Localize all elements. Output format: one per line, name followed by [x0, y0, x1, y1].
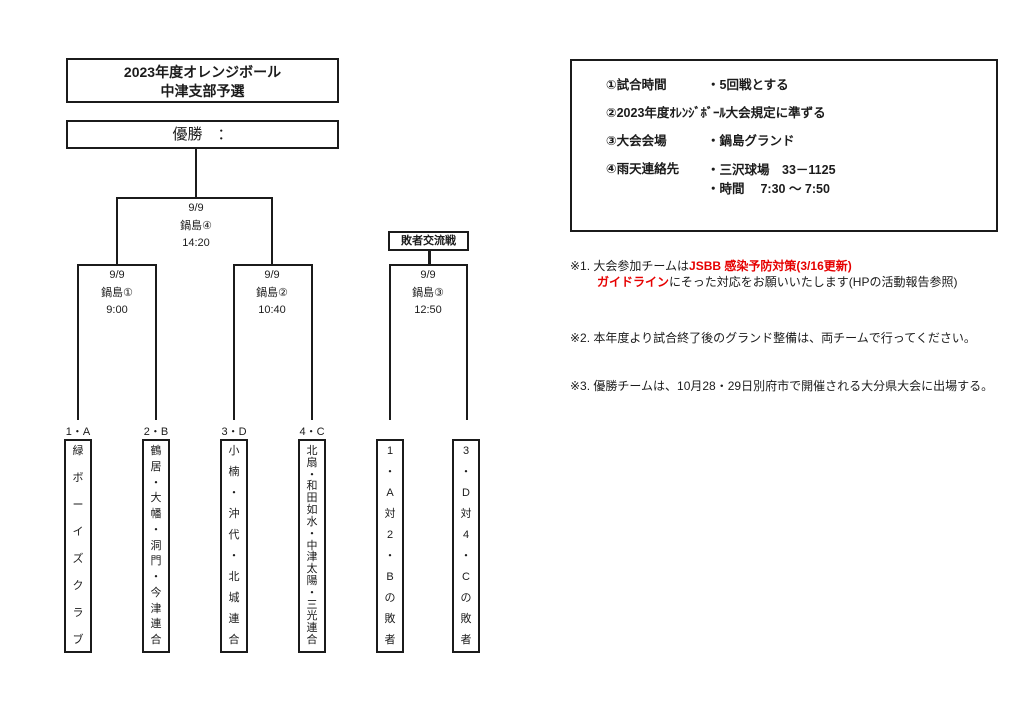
semi2-date: 9/9	[264, 269, 280, 281]
final-stem-line	[195, 149, 197, 199]
consolation-time: 12:50	[414, 304, 442, 316]
info-value-venue: ・鍋島グランド	[707, 134, 795, 148]
semi1-bar-line	[77, 264, 157, 266]
note-1-black-text-2: にそった対応をお願いいたします(HPの活動報告参照)	[669, 275, 958, 289]
consolation-match-label: 9/9 鍋島③ 12:50	[368, 267, 488, 320]
semi2-time: 10:40	[258, 304, 286, 316]
title-line1: 2023年度オレンジボール	[123, 64, 282, 80]
semi2-match-label: 9/9 鍋島② 10:40	[212, 267, 332, 320]
info-row-rain-contact: ④雨天連絡先 ・三沢球場 33－1125 ・時間 7:30 ～ 7:50	[606, 162, 986, 200]
note-1-line-1: ※1. 大会参加チームはJSBB 感染予防対策(3/16更新)	[570, 258, 1022, 274]
semi2-left-leg-line	[233, 264, 235, 420]
final-match-label: 9/9 鍋島④ 14:20	[136, 200, 256, 253]
final-left-leg-line	[116, 197, 118, 265]
consolation-date: 9/9	[420, 269, 436, 281]
champion-label: 優勝 ：	[172, 126, 233, 143]
title-box: 2023年度オレンジボール 中津支部予選	[66, 58, 339, 103]
title-line2: 中津支部予選	[160, 83, 245, 99]
consolation-right-leg-line	[466, 264, 468, 420]
note-1-red-text: JSBB 感染予防対策(3/16更新)	[689, 259, 852, 273]
seed-label-1: 1・A	[65, 426, 91, 438]
info-value-game-time: ・5回戦とする	[707, 78, 789, 92]
semi2-venue: 鍋島②	[256, 286, 288, 299]
info-label-regulations: ②2023年度ｵﾚﾝｼﾞﾎﾞｰﾙ大会規定に準ずる	[606, 106, 826, 120]
rain-contact-phone: ・三沢球場 33－1125	[707, 163, 836, 177]
info-value-rain-contact: ・三沢球場 33－1125 ・時間 7:30 ～ 7:50	[707, 162, 986, 200]
semi1-date: 9/9	[109, 269, 125, 281]
team-box-hokusen-rengo: 北扇・和田如水・中津太陽・三光連合	[298, 439, 326, 653]
rain-contact-time: ・時間 7:30 ～ 7:50	[707, 182, 830, 196]
seed-label-4: 4・C	[299, 426, 325, 438]
semi1-right-leg-line	[155, 264, 157, 420]
semi1-left-leg-line	[77, 264, 79, 420]
consolation-title-box: 敗者交流戦	[388, 231, 469, 251]
team-box-tsurui-rengo: 鶴居・大幡・洞門・今津連合	[142, 439, 170, 653]
note-3: ※3. 優勝チームは、10月28・29日別府市で開催される大分県大会に出場する。	[570, 379, 994, 393]
consolation-stem-line	[428, 251, 431, 265]
info-row-venue: ③大会会場 ・鍋島グランド	[606, 134, 986, 149]
info-label-game-time: ①試合時間	[606, 78, 667, 92]
note-2: ※2. 本年度より試合終了後のグランド整備は、両チームで行ってください。	[570, 331, 976, 345]
semi1-venue: 鍋島①	[101, 286, 133, 299]
champion-box: 優勝 ：	[66, 120, 339, 149]
note-1-black-text: ※1. 大会参加チームは	[570, 259, 690, 273]
semi1-match-label: 9/9 鍋島① 9:00	[57, 267, 177, 320]
rules-info-box: ①試合時間 ・5回戦とする ②2023年度ｵﾚﾝｼﾞﾎﾞｰﾙ大会規定に準ずる ③…	[570, 59, 998, 232]
info-row-regulations: ②2023年度ｵﾚﾝｼﾞﾎﾞｰﾙ大会規定に準ずる	[606, 106, 986, 121]
info-label-rain-contact: ④雨天連絡先	[606, 162, 680, 176]
team-box-midori: 緑ボーイズクラブ	[64, 439, 92, 653]
seed-label-2: 2・B	[143, 426, 169, 438]
final-bar-line	[116, 197, 273, 199]
consolation-venue: 鍋島③	[412, 286, 444, 299]
final-venue: 鍋島④	[180, 219, 212, 232]
note-1: ※1. 大会参加チームはJSBB 感染予防対策(3/16更新) ガイドラインにそ…	[570, 258, 1022, 290]
team-box-ogusu-rengo: 小楠・沖代・北城連合	[220, 439, 248, 653]
semi2-bar-line	[233, 264, 313, 266]
seed-label-3: 3・D	[221, 426, 247, 438]
consolation-left-leg-line	[389, 264, 391, 420]
note-1-line-2: ガイドラインにそった対応をお願いいたします(HPの活動報告参照)	[570, 274, 1022, 290]
consolation-bar-line	[389, 264, 468, 266]
info-row-game-time: ①試合時間 ・5回戦とする	[606, 78, 986, 93]
note-1-red-text-2: ガイドライン	[597, 275, 670, 289]
semi2-right-leg-line	[311, 264, 313, 420]
consolation-title: 敗者交流戦	[401, 235, 456, 247]
final-date: 9/9	[188, 202, 204, 214]
info-label-venue: ③大会会場	[606, 134, 667, 148]
final-right-leg-line	[271, 197, 273, 265]
final-time: 14:20	[182, 237, 210, 249]
semi1-time: 9:00	[106, 304, 128, 316]
